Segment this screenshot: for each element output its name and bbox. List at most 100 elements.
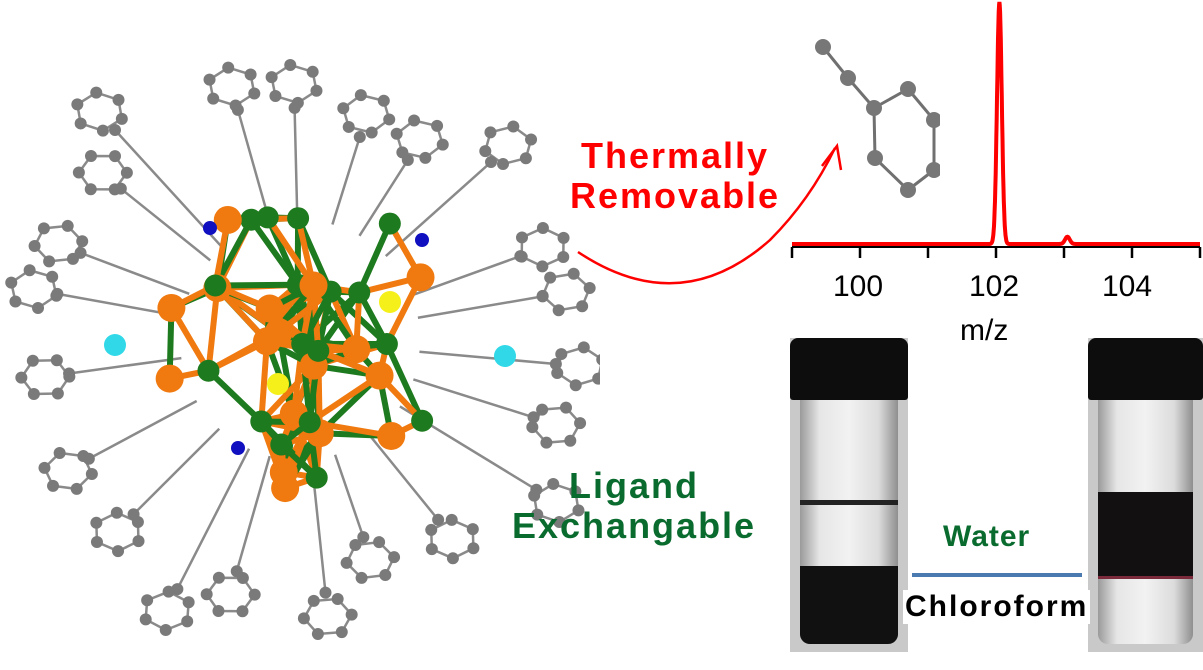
- carbon-atom: [583, 282, 596, 295]
- carbon-atom: [527, 411, 540, 424]
- gold-atom: [240, 208, 263, 231]
- carbon-atom: [337, 102, 350, 115]
- carbon-atom: [26, 354, 39, 367]
- nitrogen-atom: [231, 441, 245, 455]
- thermally-removable-label: Thermally Removable: [570, 136, 780, 215]
- carbon-atom: [540, 436, 553, 449]
- carbon-atom: [108, 150, 121, 163]
- gold-atom: [250, 410, 273, 433]
- carbon-atom: [467, 542, 480, 555]
- carbon-atom: [32, 302, 45, 315]
- ligand-bond: [132, 427, 221, 516]
- carbon-atom: [515, 231, 528, 244]
- carbon-atom: [200, 588, 213, 601]
- ligand-exchangable-label: Ligand Exchangable: [512, 466, 756, 545]
- nitrogen-atom: [203, 221, 217, 235]
- gold-atom: [411, 409, 434, 432]
- sulfur-atom: [267, 373, 289, 395]
- carbon-atom: [181, 615, 194, 628]
- copper-atom: [377, 421, 406, 450]
- carbon-atom: [531, 508, 544, 521]
- sulfur-atom: [379, 291, 401, 313]
- carbon-atom: [549, 357, 562, 370]
- ligand-bond: [88, 399, 198, 460]
- carbon-atom: [231, 103, 244, 116]
- carbon-atom: [230, 565, 243, 578]
- carbon-atom: [401, 154, 414, 167]
- carbon-atom: [90, 86, 103, 99]
- carbon-atom: [127, 508, 140, 521]
- carbon-atom: [577, 341, 590, 354]
- copper-atom: [271, 474, 300, 503]
- vial-cap: [1088, 338, 1203, 400]
- carbon-atom: [569, 379, 582, 392]
- carbon-atom: [345, 608, 358, 621]
- carbon-atom: [141, 594, 154, 607]
- gold-atom: [270, 433, 293, 456]
- spectrum-line: [792, 1, 1200, 246]
- carbon-atom: [288, 101, 301, 114]
- carbon-atom: [244, 68, 257, 81]
- ligand-bond: [68, 356, 182, 375]
- carbon-atom: [340, 556, 353, 569]
- copper-atom: [155, 364, 184, 393]
- mass-spectrum: [790, 1, 1202, 258]
- carbon-atom: [37, 222, 50, 235]
- x-axis-label: m/z: [960, 314, 1009, 347]
- gold-atom: [256, 206, 279, 229]
- thermal-line2: Removable: [570, 174, 781, 216]
- carbon-atom: [311, 627, 324, 640]
- carbon-atom: [552, 304, 565, 317]
- meniscus-line: [800, 500, 898, 505]
- x-tick-label: 100: [833, 270, 884, 303]
- ligand-bond: [176, 448, 251, 590]
- carbon-atom: [71, 98, 84, 111]
- carbon-atom: [212, 571, 225, 584]
- dark-chloroform-phase: [800, 566, 898, 644]
- carbon-atom: [112, 545, 125, 558]
- carbon-atom: [269, 90, 282, 103]
- carbon-atom: [112, 93, 125, 106]
- carbon-atom: [536, 222, 549, 235]
- carbon-atom: [432, 513, 445, 526]
- carbon-atom: [436, 138, 449, 151]
- carbon-atom: [84, 149, 97, 162]
- carbon-atom: [15, 371, 28, 384]
- carbon-atom: [90, 536, 103, 549]
- carbon-atom: [388, 551, 401, 564]
- copper-atom: [252, 327, 281, 356]
- carbon-atom: [574, 417, 587, 430]
- chlorine-atom: [104, 334, 126, 356]
- carbon-atom: [90, 516, 103, 529]
- metal-bond: [356, 222, 393, 294]
- thermal-arrow: [577, 142, 843, 285]
- vial-before: [790, 338, 908, 652]
- carbon-atom: [74, 246, 87, 259]
- phenylacetylene-molecule: [815, 39, 940, 198]
- carbon-atom: [431, 119, 444, 132]
- ligand-bond: [417, 295, 543, 319]
- carbon-atom: [310, 84, 323, 97]
- ligand-bond: [293, 107, 299, 221]
- dark-water-phase: [1098, 492, 1193, 579]
- carbon-atom: [306, 65, 319, 78]
- carbon-atom: [115, 112, 128, 125]
- carbon-atom: [284, 58, 297, 71]
- carbon-atom: [445, 513, 458, 526]
- carbon-atom: [408, 114, 421, 127]
- carbon-atom: [379, 569, 392, 582]
- ligand-bond: [358, 159, 409, 237]
- carbon-atom: [63, 367, 76, 380]
- gold-atom: [298, 411, 321, 434]
- ligand-bond: [120, 187, 212, 262]
- carbon-atom: [47, 479, 60, 492]
- carbon-atom: [335, 626, 348, 639]
- carbon-atom: [377, 94, 390, 107]
- carbon-atom: [72, 166, 85, 179]
- nitrogen-atom: [415, 233, 429, 247]
- carbon-atom: [43, 255, 56, 268]
- carbon-atom: [307, 594, 320, 607]
- carbon-atom: [557, 231, 570, 244]
- carbon-atom: [365, 126, 378, 139]
- ligand-line2: Exchangable: [512, 504, 757, 546]
